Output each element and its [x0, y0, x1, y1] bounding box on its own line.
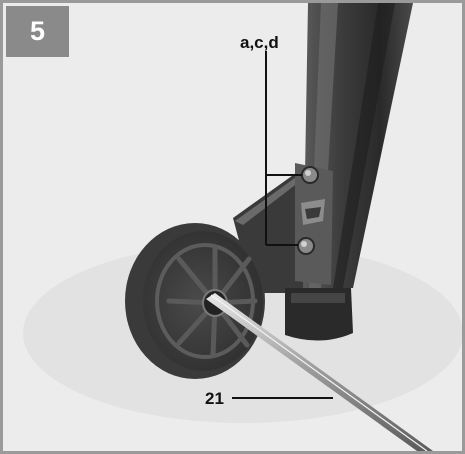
callout-label-acd: a,c,d: [240, 33, 279, 52]
assembly-photo: [3, 3, 462, 451]
step-number-badge: 5: [6, 6, 69, 57]
leader-lines-acd: [265, 51, 302, 246]
callout-label-21: 21: [205, 389, 224, 408]
